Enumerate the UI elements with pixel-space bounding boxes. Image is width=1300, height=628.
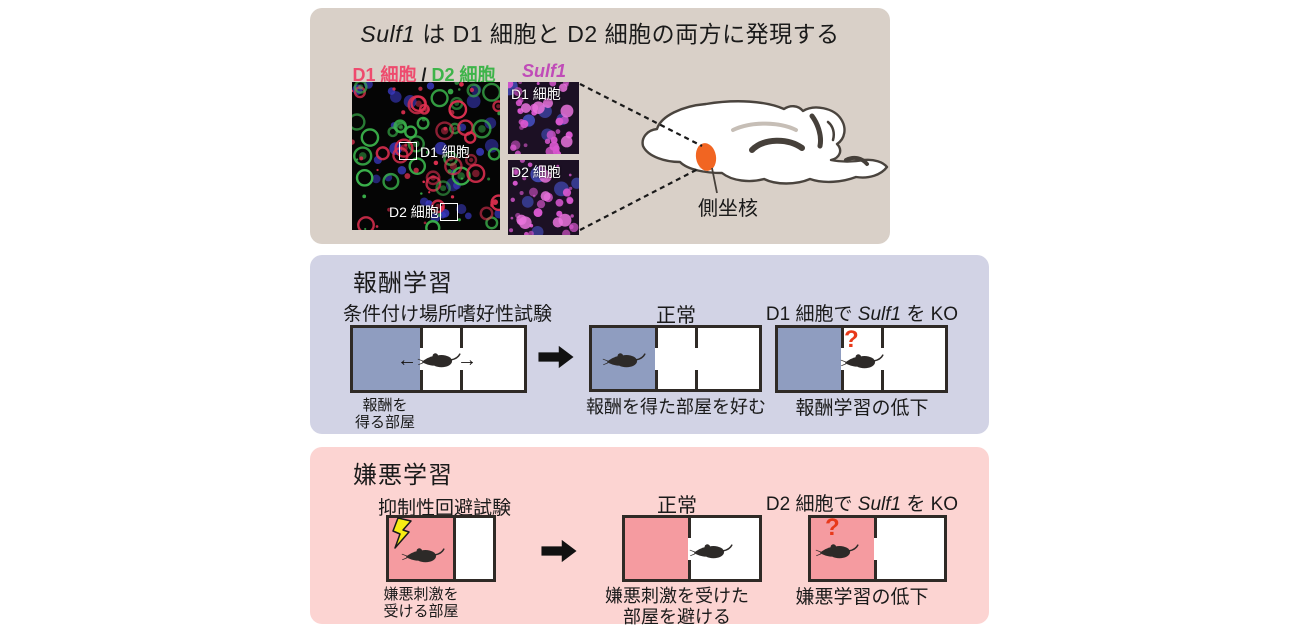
d1-ko-header: D1 細胞で Sulf1 を KO xyxy=(765,304,959,325)
reward-learning-panel: 報酬学習 条件付け場所嗜好性試験 ← → 報酬を 得る部屋 正常 報酬を得た部屋… xyxy=(310,255,989,434)
d1-ko-caption: 報酬学習の低下 xyxy=(795,398,929,419)
lightning-bolt-icon xyxy=(392,517,412,549)
ia-apparatus-d2ko: ? xyxy=(808,515,947,582)
d2-ko-header: D2 細胞で Sulf1 を KO xyxy=(765,494,959,515)
sulf1-micrograph-d2: D2 細胞 xyxy=(508,160,579,235)
reward-panel-title: 報酬学習 xyxy=(353,270,453,297)
mouse-icon xyxy=(401,544,445,565)
sulf1-header: Sulf1 xyxy=(521,61,567,81)
mouse-icon xyxy=(815,540,859,561)
cerebellum-fold xyxy=(826,120,836,142)
d1-inset-label: D1 細胞 xyxy=(420,144,470,160)
question-mark: ? xyxy=(844,326,859,353)
d2-ko-caption: 嫌悪学習の低下 xyxy=(795,587,929,608)
reward-room-label: 報酬を 得る部屋 xyxy=(354,397,416,432)
merge-image-header: D1 細胞 / D2 細胞 xyxy=(352,65,496,85)
gene-name: Sulf1 xyxy=(857,494,902,515)
d1-d2-merge-micrograph: D1 細胞 D2 細胞 xyxy=(352,82,500,230)
cpp-apparatus-conditioning: ← → xyxy=(350,325,527,393)
cells-image xyxy=(352,82,500,230)
question-mark: ? xyxy=(825,514,840,541)
arrow-right-icon xyxy=(541,539,577,563)
d2-cell-label: D2 細胞 xyxy=(431,65,496,85)
brainstem-mark xyxy=(844,155,869,166)
mouse-icon xyxy=(417,349,461,370)
normal-header: 正常 xyxy=(657,495,697,517)
hippocampus-band xyxy=(749,137,805,153)
aversive-learning-panel: 嫌悪学習 抑制性回避試験 嫌悪刺激を 受ける部屋 正常 嫌悪刺激を受けた 部 xyxy=(310,447,989,627)
right-arrow-icon: → xyxy=(457,349,477,371)
normal-caption: 嫌悪刺激を受けた 部屋を避ける xyxy=(605,586,749,628)
mouse-brain-diagram xyxy=(641,100,889,194)
nucleus-accumbens xyxy=(695,143,717,171)
reward-room xyxy=(353,328,420,390)
panel-title: Sulf1 は D1 細胞と D2 細胞の両方に発現する xyxy=(360,21,840,47)
sulf1-micrograph-d1: D1 細胞 xyxy=(508,82,579,154)
nucleus-accumbens-label: 側坐核 xyxy=(698,198,758,220)
cpp-apparatus-normal xyxy=(589,325,762,392)
left-arrow-icon: ← xyxy=(397,349,417,371)
mouse-icon xyxy=(602,349,646,370)
d2-inset-box xyxy=(440,203,458,221)
reward-room xyxy=(778,328,841,390)
sulf1-dots-image xyxy=(509,160,579,235)
normal-header: 正常 xyxy=(656,305,696,327)
d2-inset-label: D2 細胞 xyxy=(389,204,439,220)
aversion-panel-title: 嫌悪学習 xyxy=(353,462,453,489)
pointer-line xyxy=(711,167,718,194)
d1-inset-box xyxy=(399,142,417,160)
expression-panel: Sulf1 は D1 細胞と D2 細胞の両方に発現する D1 細胞 / D2 … xyxy=(310,8,890,244)
ia-apparatus-training xyxy=(386,515,496,582)
gene-name: Sulf1 xyxy=(360,21,416,47)
gene-name: Sulf1 xyxy=(857,304,902,325)
ia-apparatus-normal xyxy=(622,515,762,582)
sulf1-d1-label: D1 細胞 xyxy=(511,86,561,102)
normal-caption: 報酬を得た部屋を好む xyxy=(586,397,766,417)
arrow-right-icon xyxy=(538,345,574,369)
mouse-icon xyxy=(840,350,884,371)
sulf1-d2-label: D2 細胞 xyxy=(511,164,561,180)
cpp-test-label: 条件付け場所嗜好性試験 xyxy=(343,304,553,325)
shock-room xyxy=(625,518,688,579)
corpus-callosum xyxy=(731,121,798,132)
d1-cell-label: D1 細胞 xyxy=(352,65,417,85)
mouse-icon xyxy=(689,540,733,561)
sulf1-dots-image xyxy=(508,82,574,154)
cpp-apparatus-d1ko: ? xyxy=(775,325,948,393)
cerebellum-border xyxy=(809,113,823,149)
ia-test-label: 抑制性回避試験 xyxy=(378,498,512,519)
shock-room-label: 嫌悪刺激を 受ける部屋 xyxy=(383,586,459,621)
